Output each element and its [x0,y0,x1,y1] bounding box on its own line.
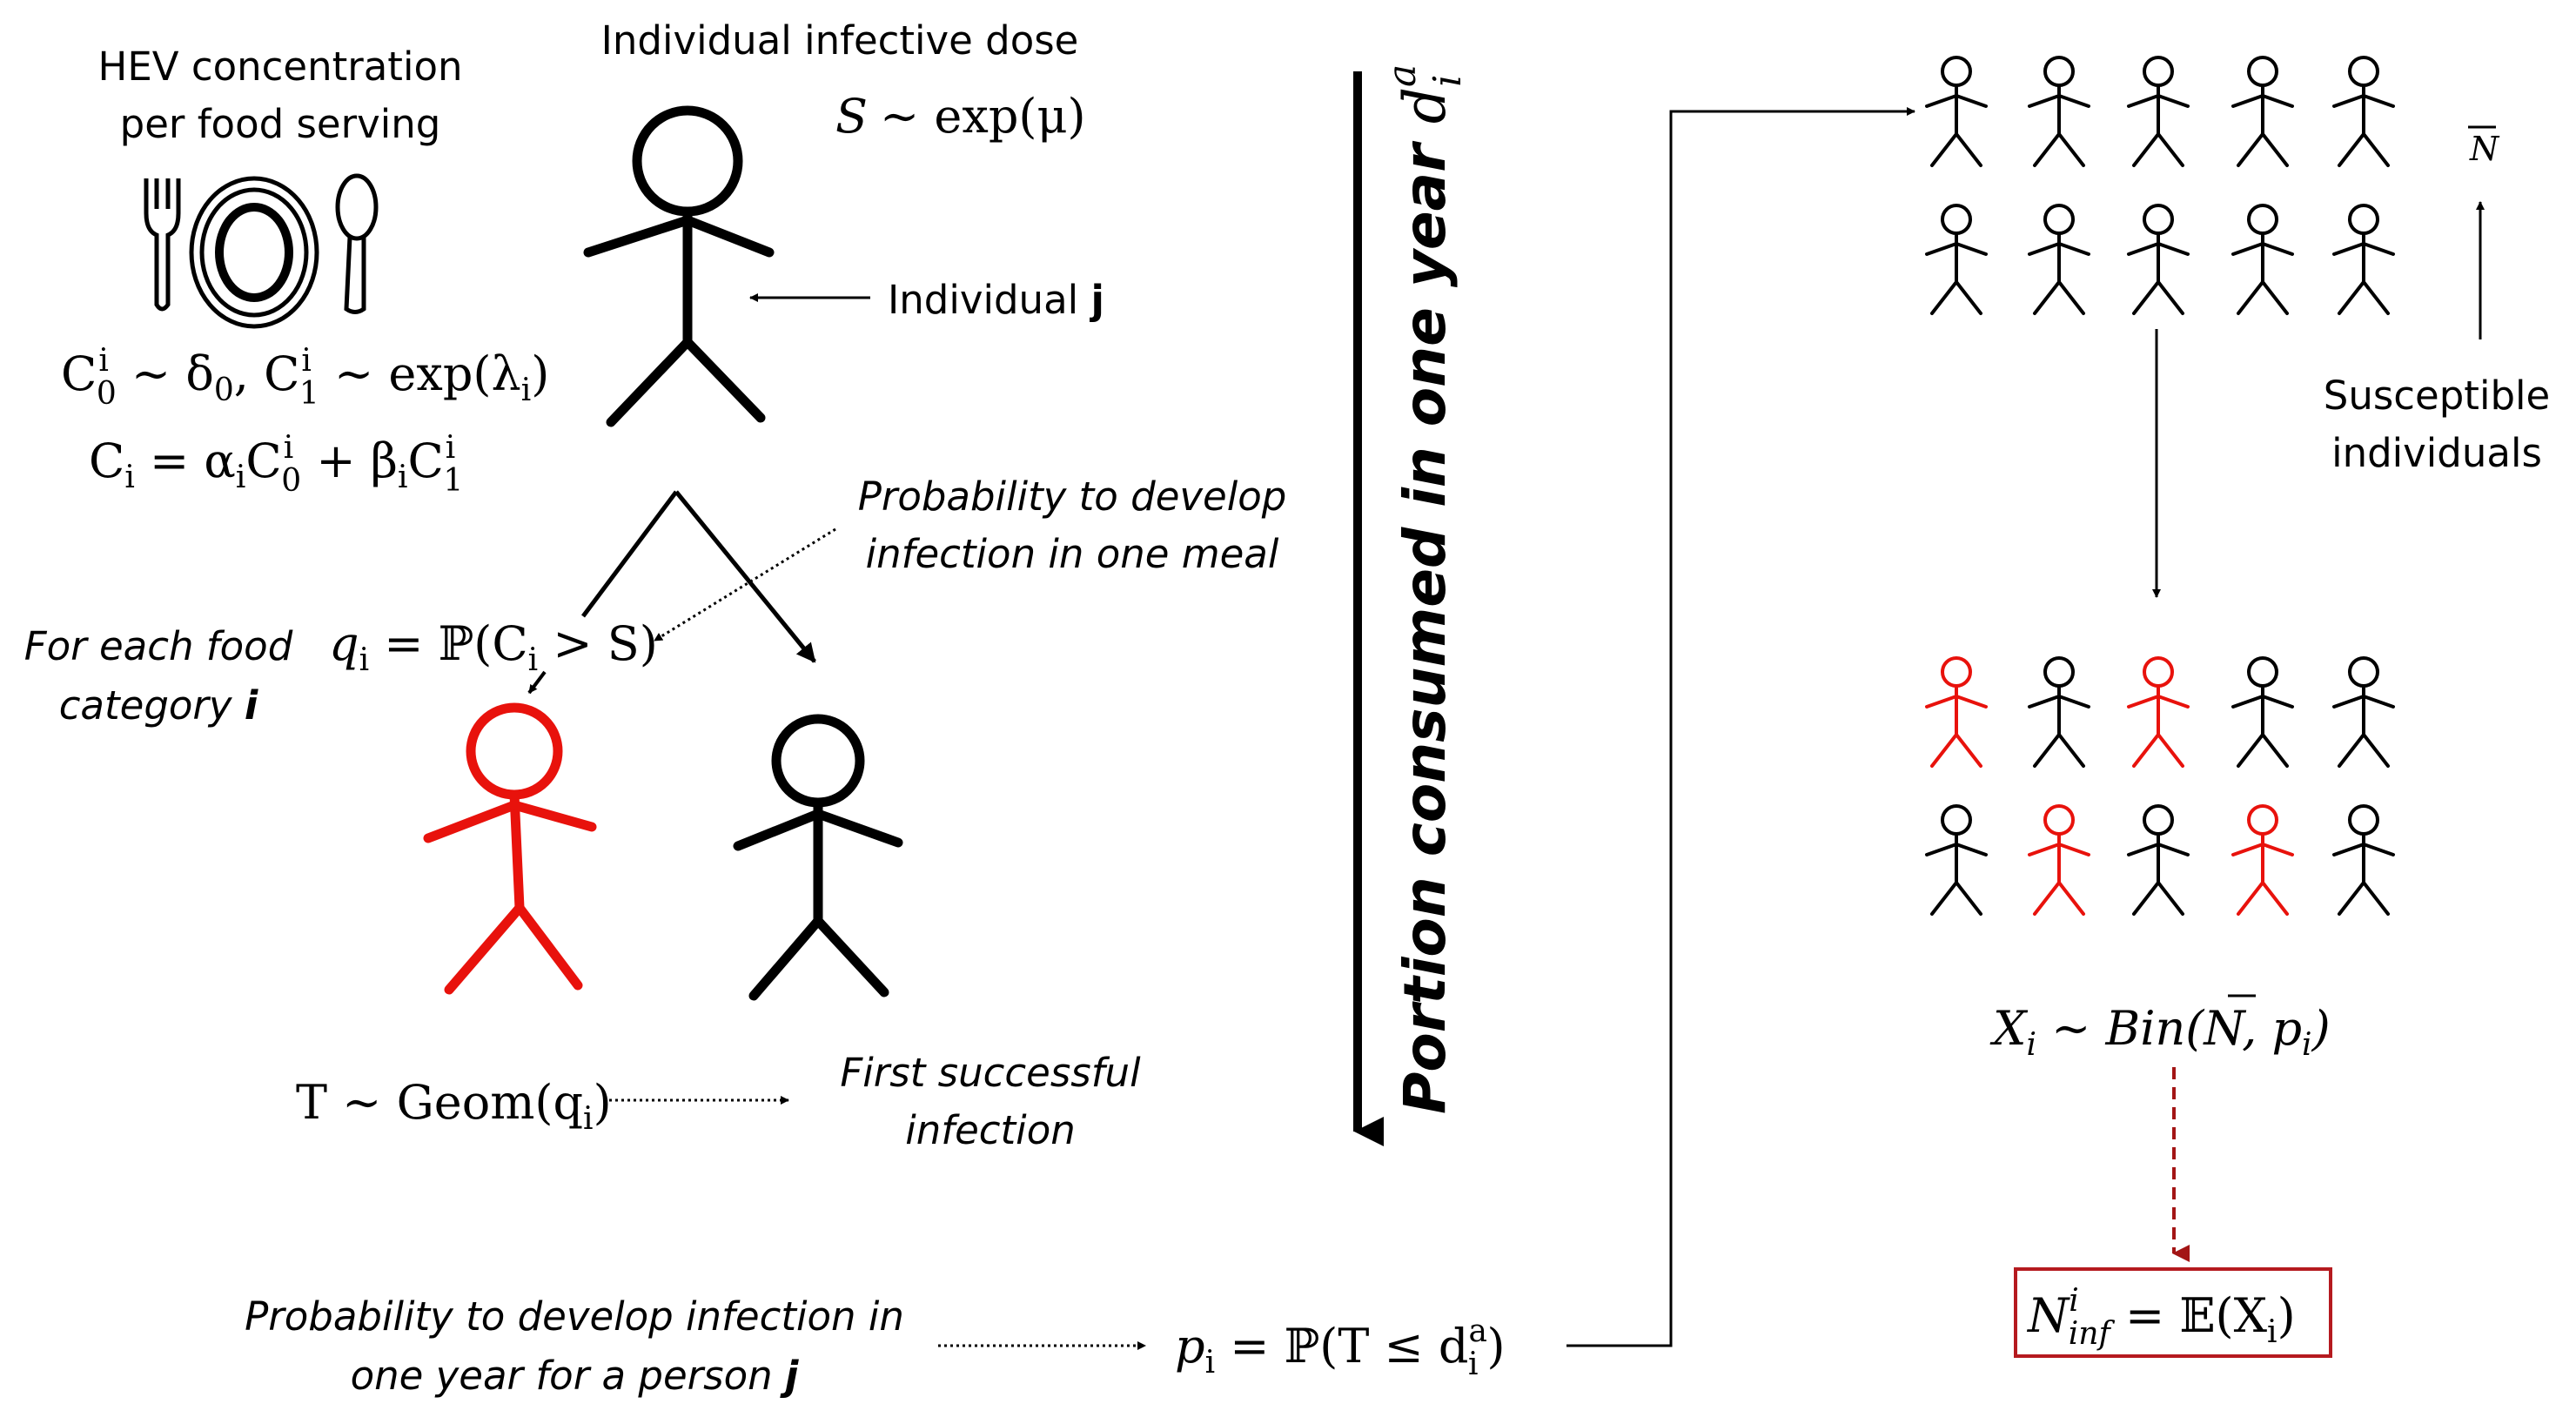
susceptible-person-icon [2332,56,2395,167]
infected-person-icon [2028,804,2090,916]
susceptible-person-icon [2127,56,2190,167]
susceptible-person-icon [2231,56,2294,167]
susceptible-person-icon [2028,56,2090,167]
first-success-line1: First successful [840,1050,1141,1096]
prob-meal-line2: infection in one meal [866,531,1279,577]
healthy-person-icon [2231,656,2294,768]
healthy-person-icon [2332,804,2395,916]
individual-j-label: Individual j [888,277,1104,323]
healthy-person-icon [2028,656,2090,768]
branch-right-arrow [674,490,816,663]
infected-population-grid [1925,656,2395,916]
infected-person-figure [423,702,597,995]
prob-meal-line1: Probability to develop [858,474,1287,520]
individual-j-figure [583,105,775,427]
food-category-line2: category i [59,682,258,729]
prob-year-line1: Probability to develop infection in [245,1293,904,1340]
healthy-person-icon [2127,804,2190,916]
susceptible-person-icon [1925,204,1988,315]
infective-dose-title: Individual infective dose [601,17,1079,64]
infected-person-icon [2127,656,2190,768]
susceptible-population-grid [1925,56,2395,315]
susceptible-person-icon [2127,204,2190,315]
concentration-title-line1: HEV concentration [97,44,462,90]
infective-dose-formula: S∼ exp(μ) [835,89,1086,144]
portion-consumed-label: Portion consumed in one year dai [1380,64,1470,1114]
susceptible-person-icon [2231,204,2294,315]
susceptible-person-icon [2028,204,2090,315]
first-success-line2: infection [905,1107,1076,1153]
food-category-line1: For each food [24,623,293,669]
prob-year-line2: one year for a person j [351,1353,799,1399]
q-formula: qi = ℙ(Ci > S) [329,616,658,678]
susceptible-line2: individuals [2331,430,2542,476]
q-to-infected-arrow [527,670,547,695]
healthy-person-figure [733,714,903,1001]
concentration-title-line2: per food serving [120,101,441,147]
susceptible-person-icon [1925,56,1988,167]
ninf-result-box [2014,1267,2332,1358]
t-geometric-formula: T ∼ Geom(qi) [296,1075,612,1137]
susceptible-person-icon [2332,204,2395,315]
cutlery-plate-icon [144,173,379,329]
prob-meal-pointer [654,527,836,642]
healthy-person-icon [2332,656,2395,768]
n-bar-label: N [2469,130,2500,168]
infected-person-icon [1925,656,1988,768]
infected-person-icon [2231,804,2294,916]
branch-left-line [580,490,679,618]
p-to-population-connector [1566,107,1915,1347]
susceptible-line1: Susceptible [2324,373,2550,419]
x-binomial-formula: Xi ∼ Bin(N, pi) [1989,1001,2331,1063]
healthy-person-icon [1925,804,1988,916]
